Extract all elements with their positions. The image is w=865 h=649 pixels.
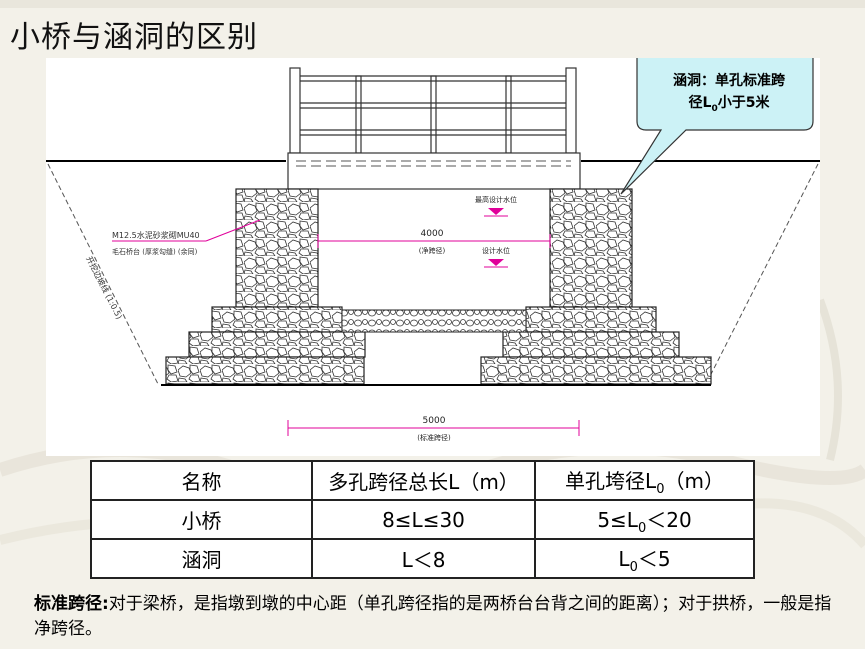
callout-line1: 涵洞：单孔标准跨: [673, 73, 785, 89]
design-water-marker: [488, 259, 504, 266]
deck-slab: [287, 152, 581, 190]
clear-span-label: (净跨径): [419, 246, 446, 255]
drawing-canvas: 4000 (净跨径) 最高设计水位 设计水位 M12.5水泥砂浆砌MU40 毛石…: [46, 58, 820, 442]
header-single-span-pre: 单孔垮径L: [565, 468, 657, 493]
callout-text: 涵洞：单孔标准跨 径L0小于5米: [648, 70, 810, 120]
standard-span-value: 5000: [423, 416, 446, 426]
abutment-left: [235, 188, 319, 308]
header-single-span-sub: 0: [656, 481, 665, 497]
design-water-label: 设计水位: [482, 246, 510, 255]
row-culvert-span-sub: 0: [629, 559, 638, 575]
channel-bed: [341, 309, 527, 333]
row-culvert-total: L＜8: [311, 538, 536, 579]
row-culvert-span: L0＜5: [534, 538, 755, 579]
callout-bubble: [620, 58, 814, 195]
row-small-bridge-name: 小桥: [90, 499, 313, 540]
header-single-span: 单孔垮径L0（m）: [534, 460, 755, 501]
top-band: [0, 0, 865, 8]
material-leader: [205, 219, 261, 242]
row-small-bridge-span-post: ＜20: [646, 507, 692, 532]
slope-label: 开挖边坡线 (1:0.5): [84, 254, 124, 320]
clear-span-dimension: [317, 234, 551, 248]
footing-right: [480, 306, 712, 385]
abutment-right: [549, 188, 633, 308]
row-small-bridge-span-pre: 5≤L: [597, 507, 638, 532]
standard-span-label: (标准跨径): [417, 433, 451, 442]
material-note-line1: M12.5水泥砂浆砌MU40: [112, 230, 200, 240]
page-title: 小桥与涵洞的区别: [10, 20, 258, 55]
callout-line2: 径L0小于5米: [648, 92, 810, 120]
row-culvert-name: 涵洞: [90, 538, 313, 579]
row-culvert-span-pre: L: [618, 546, 630, 571]
slope-line-right: [705, 163, 819, 385]
note-label: 标准跨径:: [34, 594, 109, 614]
max-water-marker: [488, 208, 504, 215]
clear-span-value: 4000: [421, 229, 444, 239]
callout-line2-post: 小于5米: [717, 95, 770, 111]
row-small-bridge-span: 5≤L0＜20: [534, 499, 755, 540]
max-water-label: 最高设计水位: [475, 195, 517, 204]
comparison-table: 名称 多孔跨径总长L（m） 单孔垮径L0（m） 小桥 8≤L≤30 5≤L0＜2…: [90, 460, 755, 579]
header-total-length: 多孔跨径总长L（m）: [311, 460, 536, 501]
header-name: 名称: [90, 460, 313, 501]
slope-line-left: [47, 163, 159, 385]
header-single-span-post: （m）: [664, 468, 724, 493]
row-small-bridge-span-sub: 0: [637, 520, 647, 536]
standard-span-dimension: [287, 420, 580, 436]
row-culvert-span-post: ＜5: [637, 546, 671, 571]
bridge-railing: [289, 67, 577, 154]
row-small-bridge-total: 8≤L≤30: [311, 499, 536, 540]
table-row: 小桥 8≤L≤30 5≤L0＜20: [90, 499, 755, 540]
material-note-line2: 毛石桥台 (厚浆勾缝) (余同): [112, 247, 198, 256]
table-header-row: 名称 多孔跨径总长L（m） 单孔垮径L0（m）: [90, 460, 755, 501]
callout-line2-pre: 径L: [688, 95, 712, 111]
bridge-culvert-drawing: 4000 (净跨径) 最高设计水位 设计水位 M12.5水泥砂浆砌MU40 毛石…: [46, 58, 820, 456]
table-row: 涵洞 L＜8 L0＜5: [90, 538, 755, 579]
callout-line2-sub: 0: [711, 103, 718, 114]
note-text: 对于梁桥，是指墩到墩的中心距（单孔跨径指的是两桥台台背之间的距离）；对于拱桥，一…: [34, 594, 832, 639]
footing-left: [165, 306, 366, 385]
definition-note: 标准跨径:对于梁桥，是指墩到墩的中心距（单孔跨径指的是两桥台台背之间的距离）；对…: [34, 592, 834, 642]
